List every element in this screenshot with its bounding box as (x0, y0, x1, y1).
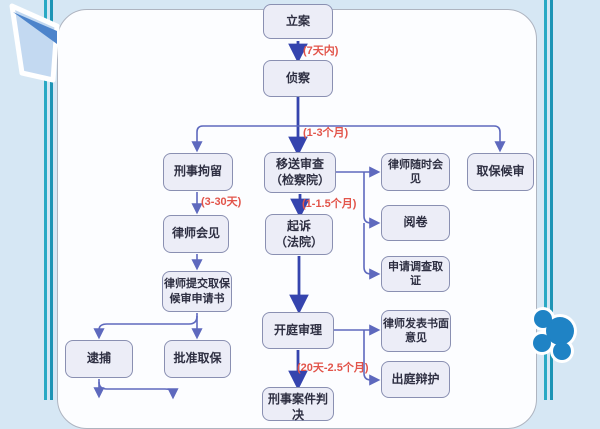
node-label: 候审申请书 (169, 292, 225, 305)
node-label: 律师随时会见 (388, 158, 443, 185)
node-label: 出庭辩护 (391, 371, 440, 386)
node-label: 批准取保 (173, 351, 222, 366)
frame-line-left-outer (44, 0, 47, 400)
duration-label-1-1p5-months: (1-1.5个月) (302, 198, 357, 210)
flow-node-prosecution: 起诉 （法院） (265, 214, 333, 255)
flow-node-approve-bail: 批准取保 (164, 340, 231, 378)
frame-line-left-inner (50, 0, 53, 400)
node-label: 刑事拘留 (173, 164, 222, 179)
flow-node-lawyer-written-opinion: 律师发表书面 意见 (381, 310, 451, 352)
flow-node-court-defense: 出庭辩护 (381, 361, 450, 398)
node-label: 起诉 (286, 218, 311, 233)
node-label: 立案 (285, 13, 310, 28)
node-label: 开庭审理 (273, 322, 322, 337)
node-label: 律师发表书面 (383, 317, 449, 330)
node-label: （检察院） (269, 172, 330, 187)
flow-node-lawyer-meet-anytime: 律师随时会见 (381, 153, 450, 191)
flow-node-apply-evidence: 申请调查取证 (381, 256, 450, 292)
duration-label-3-30-days: (3-30天) (201, 196, 242, 208)
flow-node-read-case-files: 阅卷 (381, 205, 450, 241)
duration-label-1-3-months: (1-3个月) (303, 127, 349, 139)
node-label: 侦察 (285, 70, 310, 85)
flow-node-investigation: 侦察 (263, 60, 333, 97)
node-label: 申请调查取证 (388, 260, 443, 287)
node-label: 意见 (405, 332, 427, 344)
flow-node-lawyer-meeting: 律师会见 (163, 215, 229, 253)
node-label: 阅卷 (403, 215, 428, 230)
flow-node-transfer-review: 移送审查 （检察院） (264, 152, 336, 193)
duration-label-20d-2p5-months: (20天-2.5个月) (297, 362, 369, 374)
flow-node-verdict: 刑事案件判决 (262, 387, 334, 422)
frame-line-right-outer (550, 0, 553, 400)
node-label: 逮捕 (86, 351, 111, 366)
node-label: 移送审查 (275, 156, 324, 171)
clover-flower-icon (530, 307, 577, 363)
frame-line-right-inner (544, 0, 547, 400)
flow-node-court-hearing: 开庭审理 (262, 312, 334, 349)
flow-node-case-filing: 立案 (263, 4, 333, 39)
flow-node-criminal-detention: 刑事拘留 (163, 153, 233, 191)
node-label: 取保候审 (476, 164, 525, 179)
paper-plane-icon (9, 3, 60, 83)
duration-label-7days: (7天内) (303, 45, 339, 57)
node-label: 律师提交取保 (164, 278, 230, 291)
node-label: （法院） (274, 234, 323, 249)
node-label: 律师会见 (171, 226, 220, 241)
page-background: 立案 侦察 刑事拘留 移送审查 （检察院） 律师随时会见 取保候审 阅卷 申请调… (9, 0, 577, 429)
node-label: 刑事案件判决 (267, 392, 328, 422)
flow-node-arrest: 逮捕 (65, 340, 133, 378)
flow-node-lawyer-submit-bail: 律师提交取保 候审申请书 (162, 271, 232, 312)
flow-node-bail-pending-trial: 取保候审 (467, 153, 534, 191)
